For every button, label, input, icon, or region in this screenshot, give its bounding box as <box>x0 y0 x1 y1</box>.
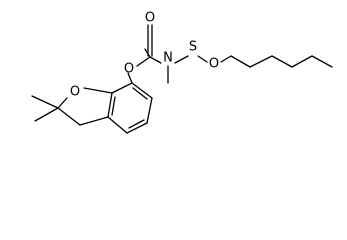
bond-ring <box>111 82 133 94</box>
bond-c-n <box>149 56 162 64</box>
bond-n-s <box>174 55 189 64</box>
chemical-structure: O O N S O O <box>31 11 333 134</box>
atom-label-carbonyl-oxygen: O <box>145 11 155 26</box>
atom-label-ether-oxygen: O <box>209 57 219 72</box>
bond-ring-double <box>111 96 116 116</box>
bond-lines <box>31 24 333 134</box>
bond-chain <box>249 55 273 68</box>
bond-c2-c3 <box>57 107 81 126</box>
bond-ring <box>107 92 113 118</box>
bond-ring-double <box>132 87 148 100</box>
bond-methyl <box>31 95 59 109</box>
bond-methyl <box>34 107 59 122</box>
bond-s-o <box>197 55 208 63</box>
bond-o-carbonyl <box>136 56 151 67</box>
atom-label-ring-oxygen: O <box>70 85 80 100</box>
bond-chain <box>311 55 333 68</box>
bond-ring <box>131 82 153 99</box>
bond-chain <box>230 55 251 68</box>
bond-ring <box>126 122 148 134</box>
bond-ring <box>107 116 128 134</box>
bond-chain <box>220 55 232 63</box>
bond-o-c2 <box>57 97 68 109</box>
atom-labels: O O N S O O <box>70 11 219 100</box>
bond-c7a-o <box>83 87 113 94</box>
bond-chain <box>271 55 293 68</box>
atom-label-ester-oxygen: O <box>124 62 134 77</box>
bond-ring-double <box>128 119 145 129</box>
bond-c3-c3a <box>79 116 109 126</box>
atom-label-nitrogen: N <box>163 51 173 66</box>
bond-ring <box>146 97 153 124</box>
bond-chain <box>291 55 313 68</box>
bond-c-n <box>144 48 151 58</box>
atom-label-sulfur: S <box>189 40 197 55</box>
bond-aryl-o <box>127 72 133 84</box>
